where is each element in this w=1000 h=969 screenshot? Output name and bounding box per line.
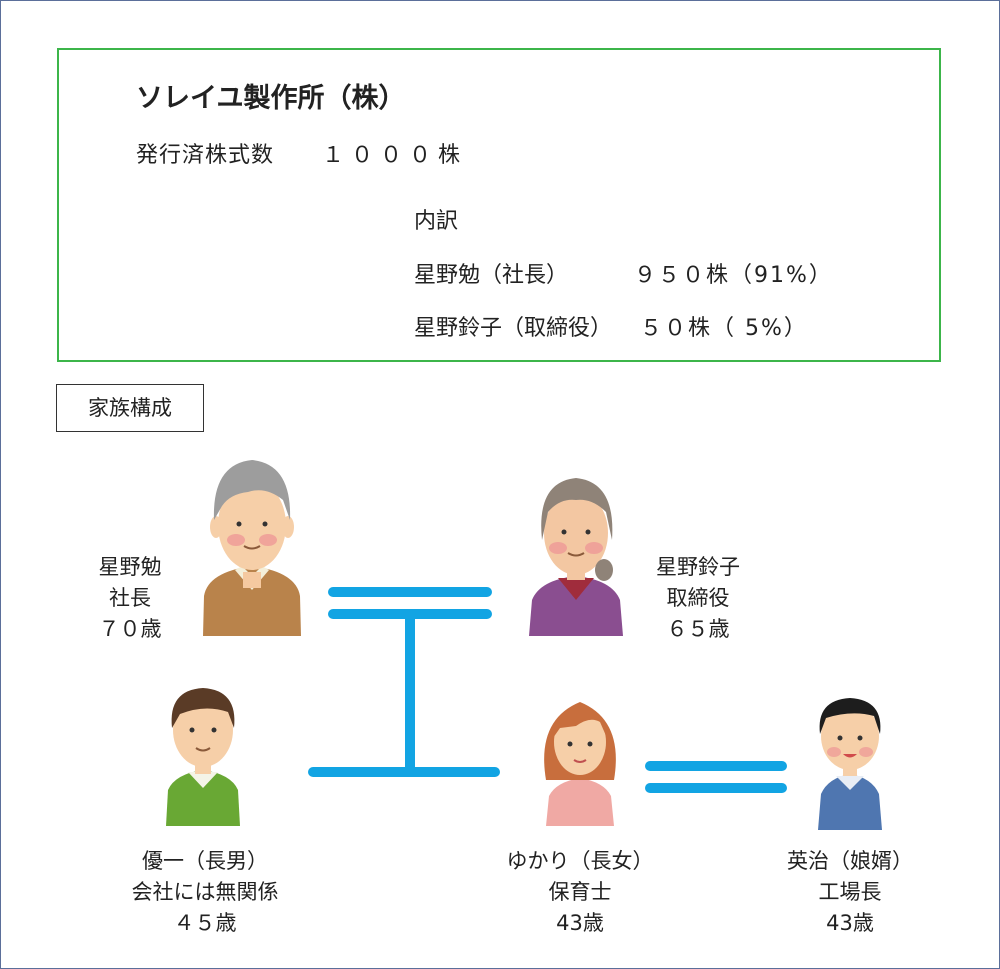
member-son-in-law: 英治（娘婿） 工場長 43歳 (760, 846, 940, 939)
member-name: 優一（長男） (142, 849, 268, 873)
member-age: ４５歳 (173, 911, 237, 935)
member-grandmother: 星野鈴子 取締役 ６５歳 (638, 552, 758, 645)
son-illustration (166, 688, 240, 826)
daughter-illustration (544, 702, 616, 826)
member-age: ７０歳 (98, 617, 162, 641)
breakdown-label: 内訳 (414, 209, 459, 234)
member-age: 43歳 (556, 911, 604, 935)
company-name: ソレイユ製作所（株） (136, 83, 406, 114)
company-info-box (57, 48, 941, 362)
shareholder-name: 星野勉（社長） (414, 263, 569, 288)
member-son: 優一（長男） 会社には無関係 ４５歳 (100, 846, 310, 939)
member-daughter: ゆかり（長女） 保育士 43歳 (480, 846, 680, 939)
family-structure-label: 家族構成 (56, 384, 204, 432)
shareholder-shares: ９５０株（91%） (634, 263, 833, 288)
member-role: 保育士 (548, 880, 612, 904)
member-role: 社長 (109, 586, 151, 610)
member-age: 43歳 (826, 911, 874, 935)
shareholder-shares: ５０株（ 5%） (640, 316, 808, 341)
grandmother-illustration (529, 478, 623, 636)
member-name: ゆかり（長女） (506, 849, 654, 873)
member-name: 星野勉 (98, 555, 162, 579)
member-name: 英治（娘婿） (787, 849, 913, 873)
member-role: 工場長 (818, 880, 882, 904)
member-name: 星野鈴子 (656, 555, 740, 579)
issued-shares-label: 発行済株式数 (136, 143, 275, 168)
member-age: ６５歳 (666, 617, 730, 641)
member-role: 取締役 (666, 586, 730, 610)
grandfather-illustration (203, 460, 301, 636)
shareholder-name: 星野鈴子（取締役） (414, 316, 613, 341)
son-in-law-illustration (818, 698, 882, 830)
issued-shares-value: １０００株 (322, 143, 468, 168)
member-grandfather: 星野勉 社長 ７０歳 (80, 552, 180, 645)
member-role: 会社には無関係 (131, 880, 279, 904)
